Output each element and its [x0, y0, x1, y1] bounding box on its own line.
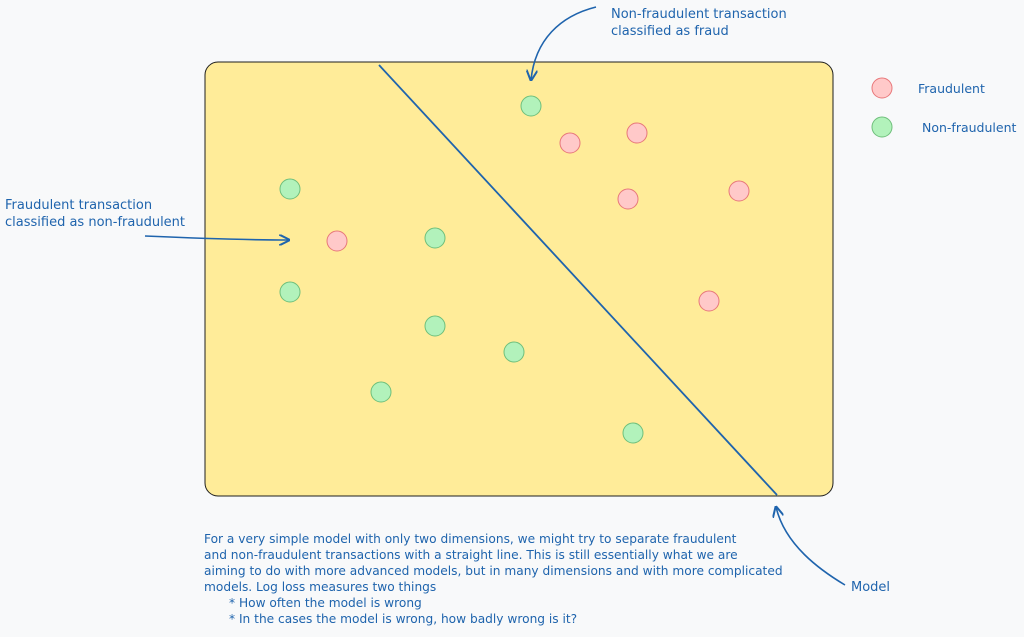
- legend-marker-fraudulent: [871, 77, 893, 99]
- top-annotation-arrow: [531, 6, 597, 80]
- top-annotation: Non-fraudulent transaction classified as…: [611, 6, 787, 40]
- description-text: For a very simple model with only two di…: [204, 531, 783, 627]
- description-line-3: aiming to do with more advanced models, …: [204, 564, 783, 578]
- description-line-1: For a very simple model with only two di…: [204, 532, 737, 546]
- left-annotation-line-2: classified as non-fraudulent: [5, 215, 186, 230]
- non-fraudulent-point: [279, 281, 301, 303]
- model-decision-boundary: [378, 64, 778, 496]
- description-line-4: models. Log loss measures two things: [204, 580, 437, 594]
- description-line-2: and non-fraudulent transactions with a s…: [204, 548, 738, 562]
- fraudulent-point: [728, 180, 750, 202]
- legend-marker-non-fraudulent: [871, 116, 893, 138]
- feature-space-plane: [204, 61, 834, 497]
- fraudulent-point: [617, 188, 639, 210]
- non-fraudulent-point: [279, 178, 301, 200]
- fraudulent-point: [626, 122, 648, 144]
- non-fraudulent-point: [503, 341, 525, 363]
- description-bullet-2: * In the cases the model is wrong, how b…: [229, 612, 578, 626]
- legend: [871, 77, 893, 138]
- non-fraudulent-point: [622, 422, 644, 444]
- non-fraudulent-point: [520, 95, 542, 117]
- non-fraudulent-point: [424, 227, 446, 249]
- fraudulent-point: [326, 230, 348, 252]
- non-fraudulent-point: [370, 381, 392, 403]
- non-fraudulent-point: [424, 315, 446, 337]
- fraudulent-point: [698, 290, 720, 312]
- left-annotation-line-1: Fraudulent transaction: [5, 198, 153, 213]
- description-bullet-1: * How often the model is wrong: [229, 596, 422, 610]
- left-annotation: Fraudulent transaction classified as non…: [5, 197, 185, 231]
- data-points: [279, 95, 750, 444]
- fraudulent-point: [559, 132, 581, 154]
- left-annotation-arrow: [144, 236, 289, 240]
- legend-label-fraudulent: Fraudulent: [918, 81, 985, 96]
- model-annotation-arrow: [776, 507, 846, 586]
- model-label: Model: [851, 580, 891, 595]
- top-annotation-line-2: classified as fraud: [611, 24, 729, 39]
- top-annotation-line-1: Non-fraudulent transaction: [611, 7, 787, 22]
- legend-label-non-fraudulent: Non-fraudulent: [922, 120, 1017, 135]
